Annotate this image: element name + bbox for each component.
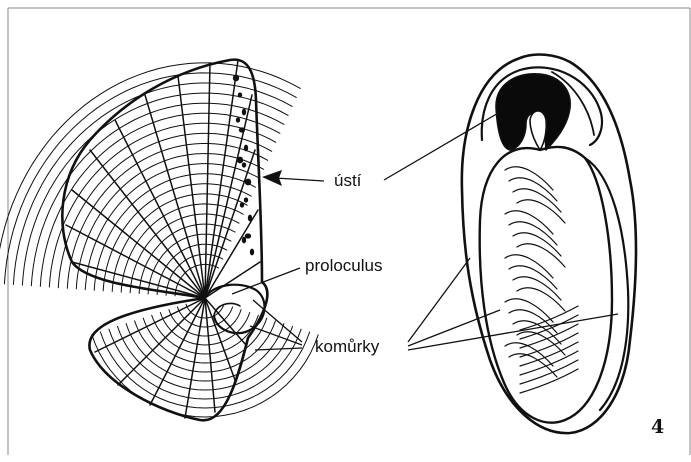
- pore-dot: [244, 197, 248, 202]
- fan-shell-drawing: [0, 60, 318, 421]
- shell-hatch: [509, 222, 557, 245]
- fan-chamber-arc: [92, 335, 318, 417]
- fan-rib: [205, 262, 260, 298]
- shell-hatch: [509, 178, 557, 201]
- shell-hatch: [509, 310, 557, 333]
- aperture-opening: [496, 74, 570, 150]
- pore-dot: [236, 117, 240, 122]
- shell-hatch: [505, 255, 553, 278]
- pore-dot: [242, 237, 246, 244]
- figure-number: 4: [651, 416, 664, 438]
- pore-dot: [245, 233, 251, 238]
- label-chambers: komůrky: [315, 337, 379, 357]
- shell-hatch: [517, 200, 565, 223]
- shell-hatch: [505, 167, 553, 190]
- shell-hatch: [517, 244, 565, 267]
- shell-hatch: [513, 189, 561, 212]
- shell-hatch: [513, 233, 561, 256]
- pore-dot: [250, 249, 254, 256]
- aperture-arrowhead: [262, 170, 282, 186]
- pore-dot: [242, 109, 246, 116]
- label-proloculus: proloculus: [305, 256, 383, 276]
- shell-hatch: [513, 277, 561, 300]
- aperture-arrow-line: [275, 178, 324, 181]
- miliolid-shell-drawing: [462, 55, 636, 434]
- shell-hatch: [517, 288, 565, 311]
- fan-rib: [95, 298, 205, 352]
- shell-hatch: [505, 211, 553, 234]
- shell-hatch: [509, 266, 557, 289]
- fan-rib: [90, 150, 205, 298]
- pore-dot: [242, 162, 246, 167]
- fan-chamber-arc: [100, 332, 309, 408]
- shell-hatch: [505, 299, 553, 322]
- label-aperture: ústí: [334, 171, 361, 191]
- fan-rib: [72, 262, 205, 298]
- fan-chamber-arc: [109, 329, 301, 399]
